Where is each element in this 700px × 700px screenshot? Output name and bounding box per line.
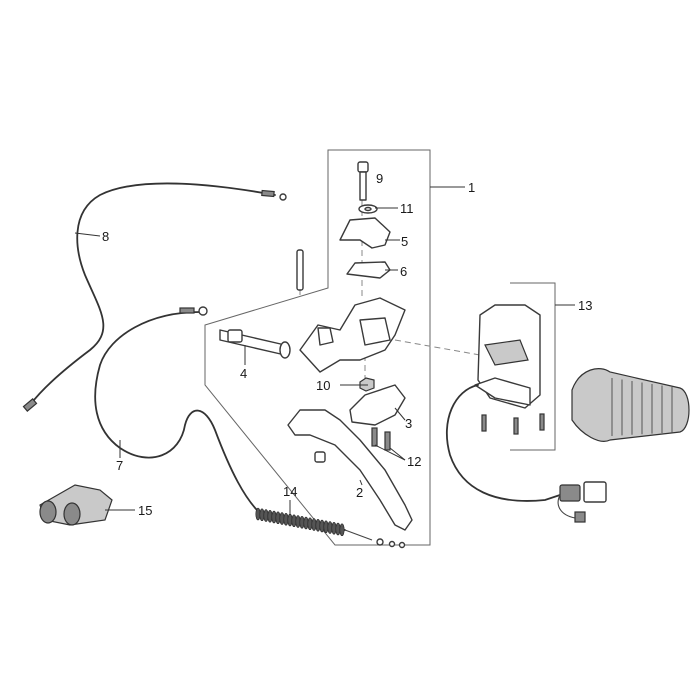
callout-15: 15 — [138, 503, 152, 518]
handle-grip — [571, 368, 690, 442]
callout-6: 6 — [400, 264, 407, 279]
callout-7: 7 — [116, 458, 123, 473]
bolt-part-9 — [357, 161, 369, 201]
leader-lines — [74, 186, 575, 515]
callout-5: 5 — [401, 234, 408, 249]
callout-14: 14 — [283, 484, 297, 499]
assembly-frame-1 — [204, 149, 431, 546]
plate-part-6 — [346, 261, 391, 279]
callout-8: 8 — [102, 229, 109, 244]
clamp-bolt-part-4 — [219, 329, 291, 359]
bracket-part-5 — [339, 217, 391, 249]
cable-caps-part-15 — [39, 484, 113, 526]
assembly-frame-13 — [510, 282, 556, 451]
clutch-cable-part-7 — [94, 306, 263, 516]
callout-13: 13 — [578, 298, 592, 313]
callout-3: 3 — [405, 416, 412, 431]
lever-mount-body — [299, 297, 406, 373]
callout-1: 1 — [468, 180, 475, 195]
switch-housing-part-13 — [474, 304, 545, 435]
lever-part-2 — [287, 409, 413, 531]
pin — [296, 249, 304, 291]
callout-9: 9 — [376, 171, 383, 186]
callout-10: 10 — [316, 378, 330, 393]
callout-12: 12 — [407, 454, 421, 469]
callout-4: 4 — [240, 366, 247, 381]
switch-wiring — [445, 384, 607, 523]
cable-spring-part-14 — [255, 507, 406, 549]
callout-11: 11 — [400, 201, 414, 216]
clamp-part-3 — [349, 384, 406, 426]
callout-2: 2 — [356, 485, 363, 500]
screws-part-12 — [371, 427, 391, 451]
throttle-cable-part-8 — [22, 182, 287, 413]
